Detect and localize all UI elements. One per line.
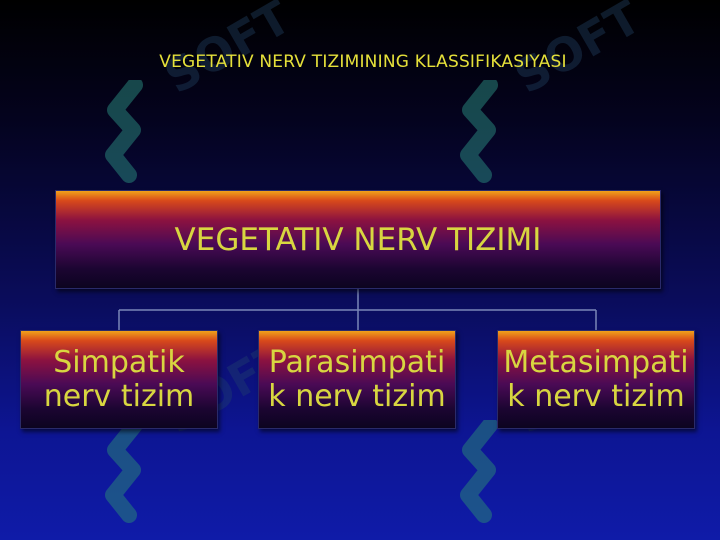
slide-title: VEGETATIV NERV TIZIMINING KLASSIFIKASIYA… xyxy=(159,52,567,72)
diagram-child-label: Parasimpatik nerv tizim xyxy=(268,344,446,414)
watermark-logo-bottom-left xyxy=(105,420,143,523)
diagram-child-label: Simpatik nerv tizim xyxy=(43,344,195,414)
diagram-root-label: VEGETATIV NERV TIZIMI xyxy=(174,221,542,258)
diagram-child-node-parasimpatik: Parasimpatik nerv tizim xyxy=(258,330,456,429)
diagram-child-node-metasimpatik: Metasimpatik nerv tizim xyxy=(497,330,695,429)
watermark-logo-top-right xyxy=(460,80,498,183)
watermark-logo-top-left xyxy=(105,80,143,183)
diagram-child-label: Metasimpatik nerv tizim xyxy=(503,344,689,414)
diagram-root-node: VEGETATIV NERV TIZIMI xyxy=(55,190,661,289)
watermark-logo-bottom-right xyxy=(460,420,498,523)
diagram-child-node-simpatik: Simpatik nerv tizim xyxy=(20,330,218,429)
